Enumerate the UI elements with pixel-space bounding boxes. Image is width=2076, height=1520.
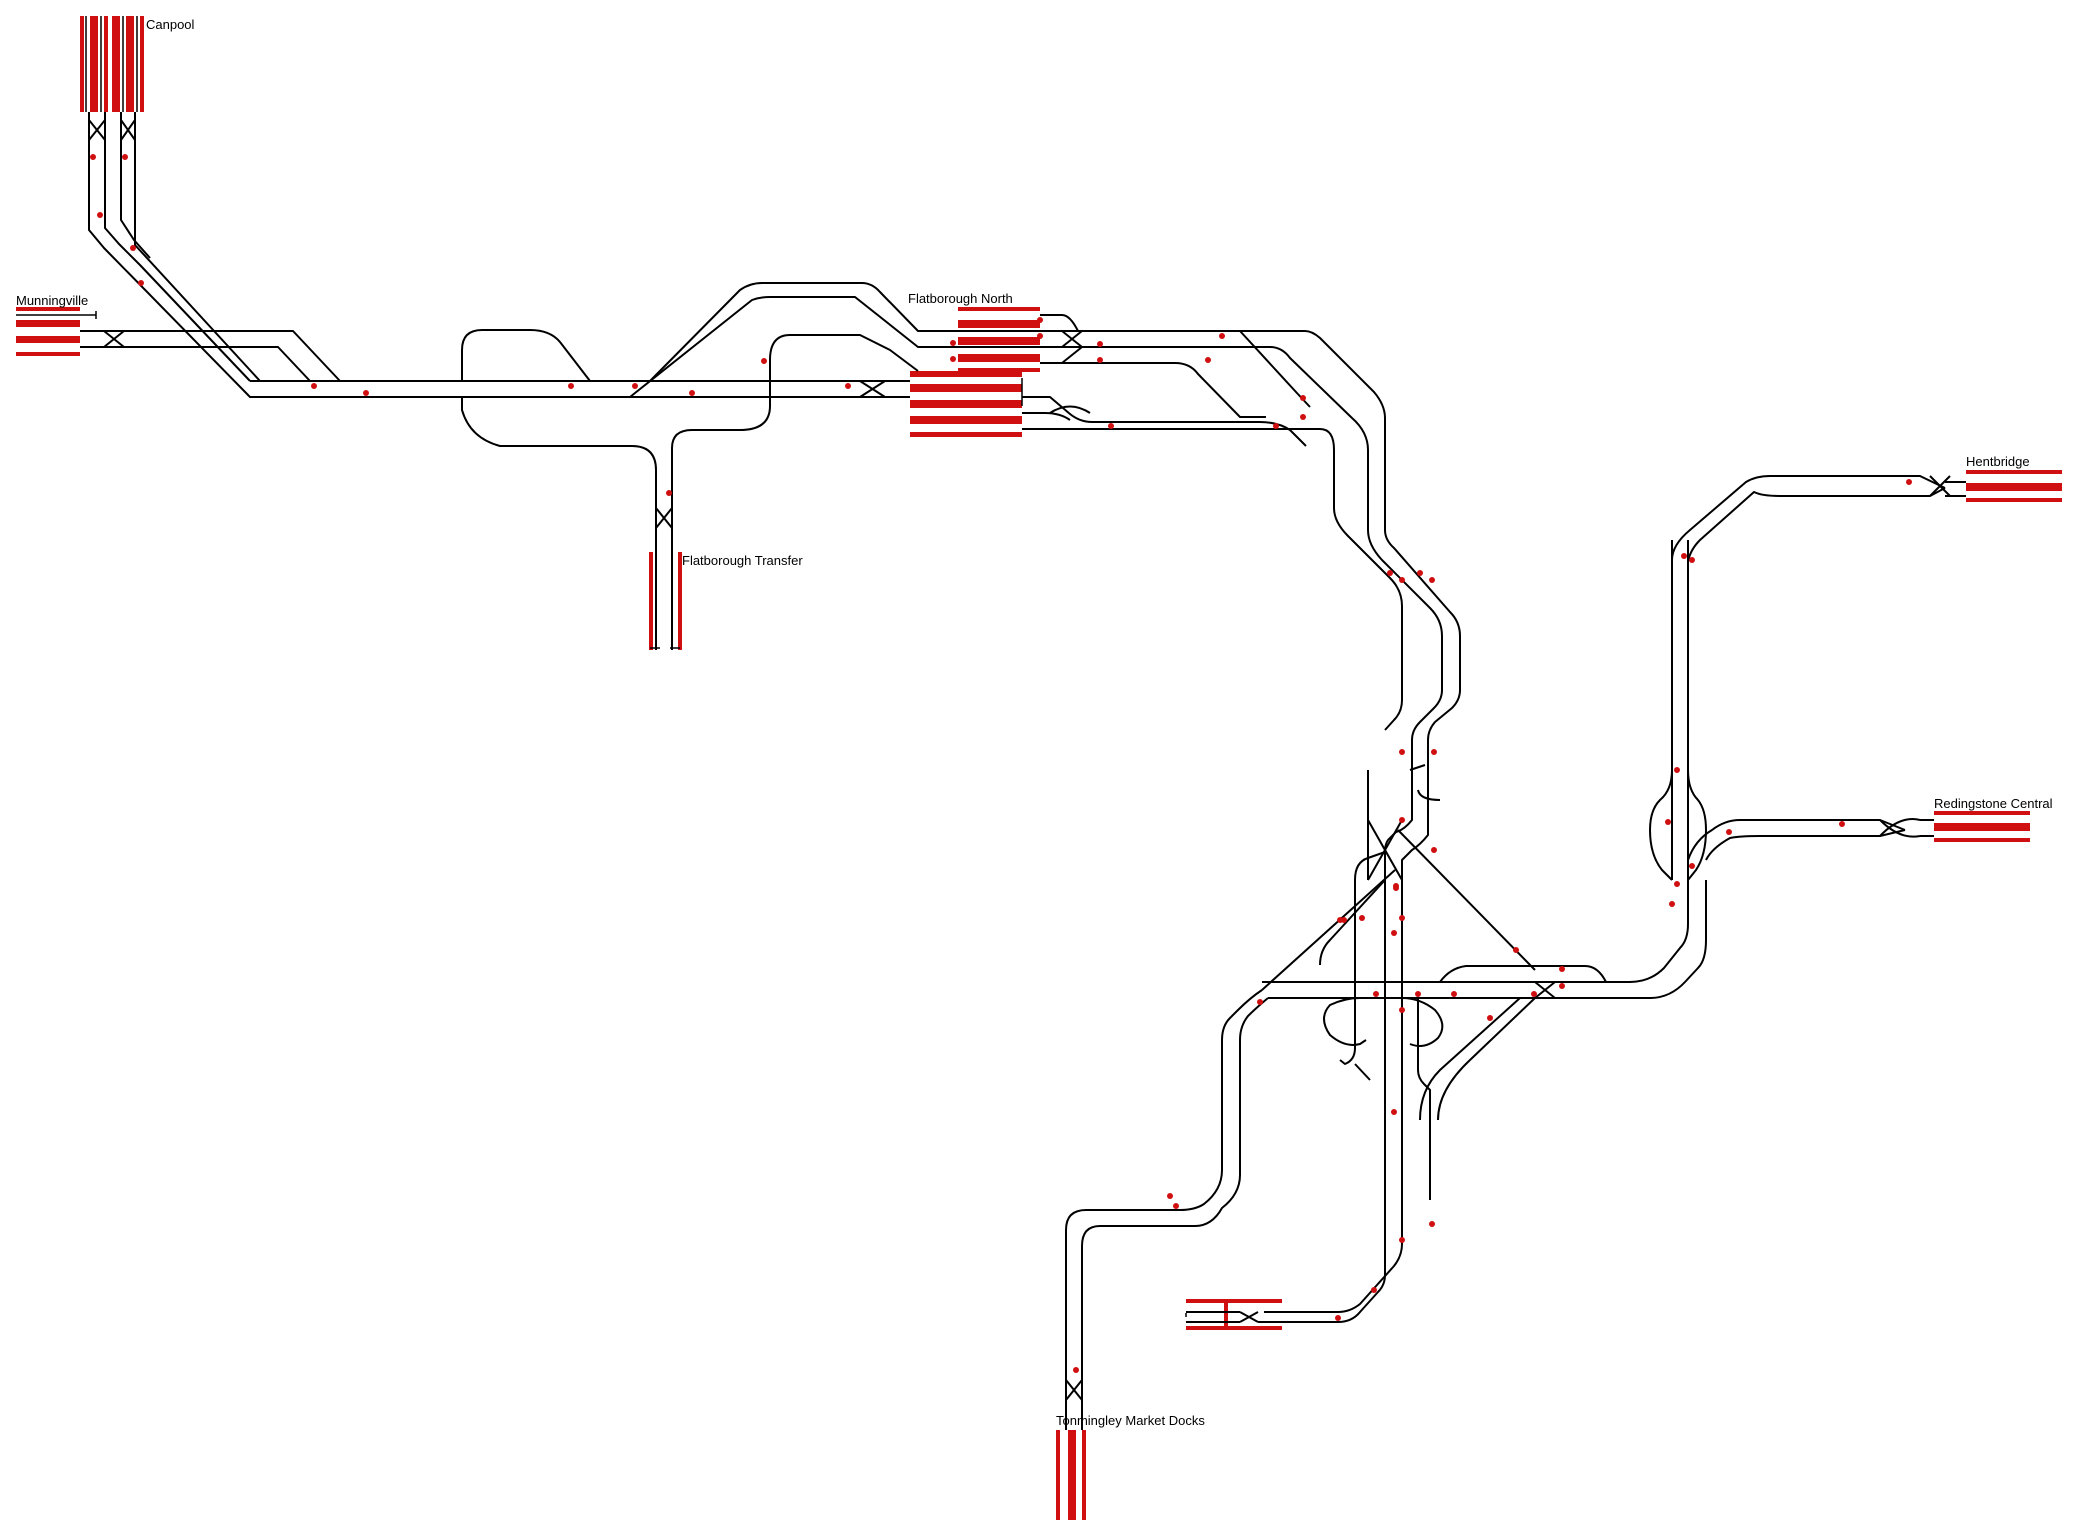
signal-group-junction bbox=[1335, 947, 1565, 1321]
label-flatborough-north: Flatborough North bbox=[908, 291, 1013, 306]
label-tonmingley-market-docks: Tonmingley Market Docks bbox=[1056, 1413, 1205, 1428]
label-flatborough-transfer: Flatborough Transfer bbox=[682, 553, 803, 568]
platform-redingstone-central[interactable] bbox=[1934, 811, 2030, 842]
signal-group-south-west bbox=[1073, 1193, 1179, 1373]
platform-flatborough-north[interactable] bbox=[958, 307, 1040, 372]
platform-siding-south[interactable] bbox=[1185, 1299, 1282, 1330]
track-network bbox=[80, 112, 1966, 1430]
platform-flatborough-main[interactable] bbox=[910, 371, 1023, 437]
platform-tonmingley[interactable] bbox=[1056, 1430, 1086, 1520]
label-hentbridge: Hentbridge bbox=[1966, 454, 2030, 469]
label-canpool: Canpool bbox=[146, 17, 195, 32]
signal-markers[interactable] bbox=[90, 154, 1912, 1373]
platform-munningville[interactable] bbox=[16, 307, 97, 356]
signal-group-trunk bbox=[1257, 570, 1437, 1005]
platform-canpool[interactable] bbox=[80, 16, 144, 112]
label-munningville: Munningville bbox=[16, 293, 88, 308]
label-redingstone-central: Redingstone Central bbox=[1934, 796, 2053, 811]
signal-group-canpool bbox=[90, 154, 144, 286]
signal-group-flatborough bbox=[950, 317, 1306, 429]
signal-group-main bbox=[311, 358, 851, 496]
platform-hentbridge[interactable] bbox=[1966, 470, 2062, 502]
signal-group-east bbox=[1665, 479, 1912, 907]
platform-flatborough-transfer[interactable] bbox=[649, 552, 682, 650]
